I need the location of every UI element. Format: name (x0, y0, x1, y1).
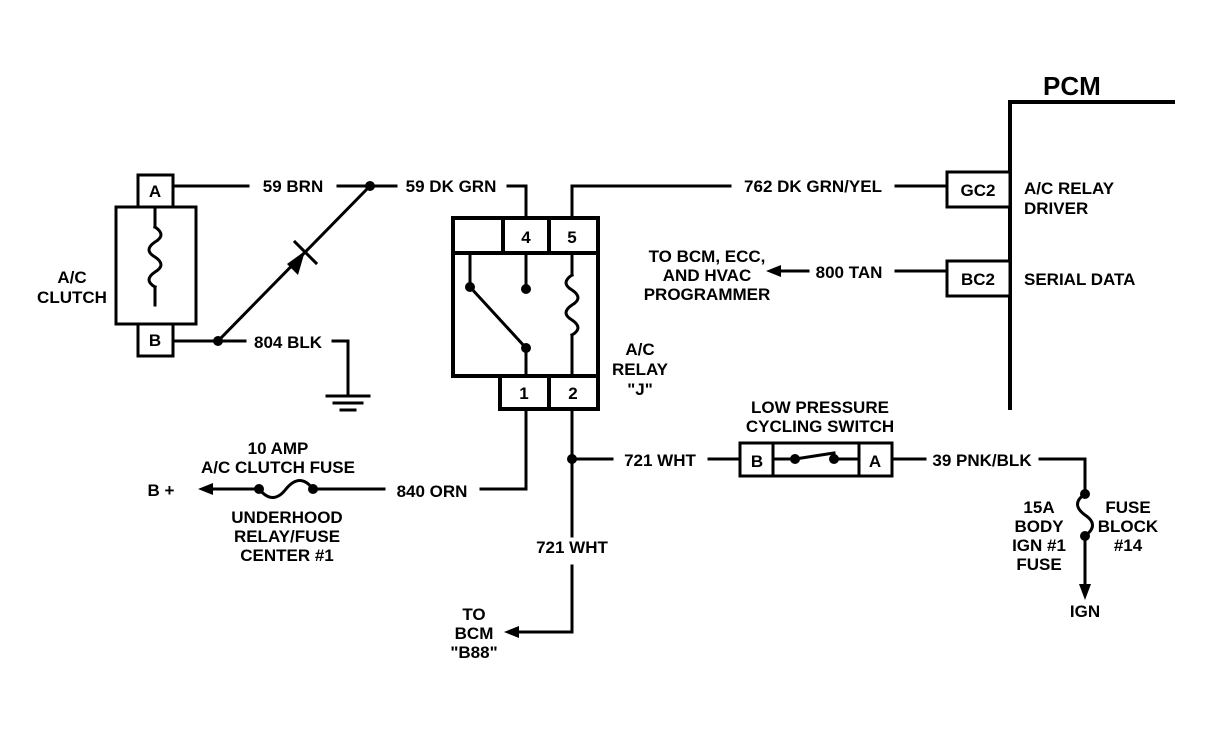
ac-clutch-label-1: A/C (57, 268, 86, 287)
pressure-switch-label-1: LOW PRESSURE (751, 398, 889, 417)
diode-bar (292, 239, 319, 266)
pcm-pin-gc2-label: GC2 (961, 181, 996, 200)
body-fuse-left-2: BODY (1014, 517, 1064, 536)
wire-721-to-bcm (516, 564, 574, 634)
fuse-block-label-1: FUSE (1105, 498, 1150, 517)
body-fuse-icon (1076, 491, 1094, 539)
ac-relay-label-2: RELAY (612, 360, 669, 379)
ac-relay: 4 5 1 2 A/C RELAY "J" (451, 216, 669, 411)
b-plus-label: B + (148, 481, 175, 500)
wire-840-orn-right (479, 407, 528, 491)
pressure-switch-label-2: CYCLING SWITCH (746, 417, 894, 436)
diode-icon (287, 251, 305, 275)
to-bcm-b88-line-3: "B88" (450, 643, 497, 662)
wire-39-label: 39 PNK/BLK (932, 451, 1032, 470)
arrow-ign-icon (1079, 584, 1091, 600)
wire-59-dkgrn (506, 184, 528, 220)
relay-pin-5: 5 (567, 228, 576, 247)
wire-800-tan-label: 800 TAN (816, 263, 883, 282)
relay-pin-4: 4 (521, 228, 531, 247)
ac-clutch: A B A/C CLUTCH (37, 173, 198, 358)
ac-relay-label-3: "J" (627, 380, 653, 399)
arrow-bcm-icon (504, 626, 519, 638)
wire-762-left (570, 184, 732, 220)
to-bcm-b88-line-2: BCM (455, 624, 494, 643)
ac-clutch-label-2: CLUTCH (37, 288, 107, 307)
relay-contact-no (521, 284, 531, 294)
pressure-switch-pin-a: A (869, 452, 881, 471)
to-bcm-ecc-line-3: PROGRAMMER (644, 285, 771, 304)
ign-label: IGN (1070, 602, 1100, 621)
pressure-switch-pin-b: B (751, 452, 763, 471)
wire-721-wht-label-a: 721 WHT (624, 451, 696, 470)
clutch-pin-b-label: B (149, 331, 161, 350)
pressure-switch-body (738, 441, 894, 478)
wire-59-brn-label: 59 BRN (263, 177, 323, 196)
wire-59-dkgrn-label: 59 DK GRN (406, 177, 497, 196)
clutch-pin-a-label: A (149, 182, 161, 201)
body-fuse-left-1: 15A (1023, 498, 1054, 517)
body-fuse-left-4: FUSE (1016, 555, 1061, 574)
pcm-pin-bc2 (945, 259, 1012, 298)
clutch-pin-b (136, 322, 175, 358)
relay-coil-icon (564, 272, 580, 338)
wire-762-label: 762 DK GRN/YEL (744, 177, 882, 196)
relay-pin-1: 1 (519, 384, 528, 403)
wire-804-blk-label: 804 BLK (254, 333, 323, 352)
to-bcm-ecc-line-1: TO BCM, ECC, (649, 247, 766, 266)
arrow-bplus-icon (198, 483, 213, 495)
clutch-coil-icon (147, 224, 163, 290)
ground-wire (331, 339, 350, 398)
arrow-left-icon (766, 265, 781, 277)
to-bcm-ecc-line-2: AND HVAC (663, 266, 751, 285)
ac-relay-driver-label-2: DRIVER (1024, 199, 1088, 218)
wire-721-wht-label-b: 721 WHT (536, 538, 608, 557)
pcm-pin-bc2-label: BC2 (961, 270, 995, 289)
pcm-outline (1008, 100, 1175, 410)
underhood-label-2: RELAY/FUSE (234, 527, 340, 546)
ac-relay-driver-label-1: A/C RELAY (1024, 179, 1115, 198)
pcm-module: PCM GC2 BC2 A/C RELAY DRIVER SERIAL DATA (945, 71, 1175, 410)
clutch-fuse-icon (256, 479, 316, 499)
clutch-pin-a (136, 173, 175, 209)
pressure-switch-arm (793, 451, 836, 461)
clutch-fuse-label-1: 10 AMP (248, 439, 309, 458)
splice-804 (213, 336, 223, 346)
ground-icon (325, 394, 371, 412)
underhood-label-1: UNDERHOOD (231, 508, 342, 527)
fuse-block-label-2: BLOCK (1098, 517, 1159, 536)
wire-39-pnkblk (1038, 457, 1087, 496)
pcm-pin-gc2 (945, 170, 1012, 209)
relay-pin-2: 2 (568, 384, 577, 403)
clutch-fuse-label-2: A/C CLUTCH FUSE (201, 458, 355, 477)
pcm-title: PCM (1043, 71, 1101, 101)
ac-relay-label-1: A/C (625, 340, 654, 359)
underhood-label-3: CENTER #1 (240, 546, 334, 565)
low-pressure-cycling-switch: B A LOW PRESSURE CYCLING SWITCH (738, 398, 894, 478)
to-bcm-b88-line-1: TO (462, 605, 485, 624)
fuse-block-label-3: #14 (1114, 536, 1143, 555)
body-fuse-left-3: IGN #1 (1012, 536, 1066, 555)
serial-data-label: SERIAL DATA (1024, 270, 1135, 289)
wire-840-orn-label: 840 ORN (397, 482, 468, 501)
relay-switch-arm (467, 284, 529, 351)
